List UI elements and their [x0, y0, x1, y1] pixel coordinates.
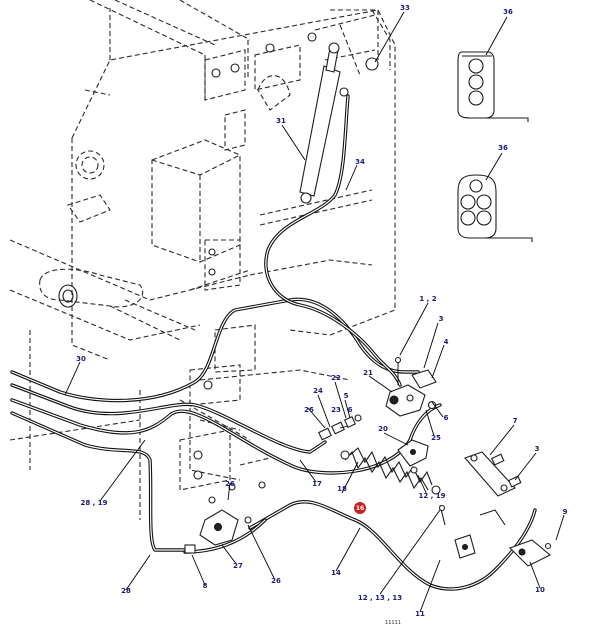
linkage-7	[464, 451, 522, 497]
callout-17: 17	[312, 480, 322, 488]
callout-26-lower: 26	[271, 577, 281, 585]
callout-3-lower: 3	[535, 445, 540, 453]
valve-block-assembly	[385, 356, 437, 417]
callout-24: 24	[313, 387, 323, 395]
upper-brackets	[204, 14, 379, 151]
callout-12-19: 12 , 19	[418, 492, 445, 500]
callout-26-left: 26	[225, 480, 235, 488]
hydraulic-cylinder	[299, 42, 349, 204]
callout-16-marker	[354, 502, 366, 514]
callout-33: 33	[400, 4, 410, 12]
left-crank	[39, 268, 196, 341]
callout-11: 11	[415, 610, 425, 618]
callout-36-lower: 36	[498, 144, 508, 152]
callout-3-upper: 3	[439, 315, 444, 323]
callout-28-19: 28 , 19	[80, 499, 107, 507]
callout-6-mid: 6	[348, 406, 353, 414]
hoses	[10, 94, 537, 591]
callout-16: 16	[356, 505, 364, 512]
lower-frame	[179, 324, 271, 491]
callout-12-13-13: 12 , 13 , 13	[358, 594, 402, 602]
clamp-inset-upper	[457, 51, 529, 122]
callout-23: 23	[331, 406, 341, 414]
leader-lines	[64, 11, 565, 613]
bracket-11	[438, 504, 476, 559]
callout-4: 4	[444, 338, 449, 346]
control-box	[151, 139, 241, 291]
callout-31: 31	[276, 117, 286, 125]
callout-27: 27	[233, 562, 243, 570]
callout-28: 28	[121, 587, 131, 595]
callout-5: 5	[344, 392, 349, 400]
valve-27	[184, 481, 266, 554]
main-frame	[9, 0, 396, 520]
callout-18: 18	[337, 485, 347, 493]
callout-36-upper: 36	[503, 8, 513, 16]
callout-22: 22	[331, 374, 341, 382]
callout-14: 14	[331, 569, 341, 577]
callout-21: 21	[363, 369, 373, 377]
callout-labels: 33 36 36 31 34 30 1 , 2 3 4 21 22 24 5 6…	[76, 4, 567, 626]
panel-holes	[67, 150, 111, 223]
bracket-20	[397, 439, 429, 474]
callout-1-2: 1 , 2	[419, 295, 436, 303]
callout-6-right: 6	[444, 414, 449, 422]
callout-25: 25	[431, 434, 441, 442]
spring-assembly	[340, 447, 441, 495]
fittings-cluster	[318, 414, 362, 441]
callout-10: 10	[535, 586, 545, 594]
callout-26-mid: 26	[304, 406, 314, 414]
callout-9: 9	[563, 508, 568, 516]
clamp-inset-lower	[457, 174, 533, 242]
figure-id: 11111	[385, 620, 401, 626]
callout-30: 30	[76, 355, 86, 363]
callout-7: 7	[513, 417, 518, 425]
bracket-10	[479, 509, 552, 567]
callout-34: 34	[355, 158, 365, 166]
callout-8: 8	[203, 582, 208, 590]
callout-20: 20	[378, 425, 388, 433]
